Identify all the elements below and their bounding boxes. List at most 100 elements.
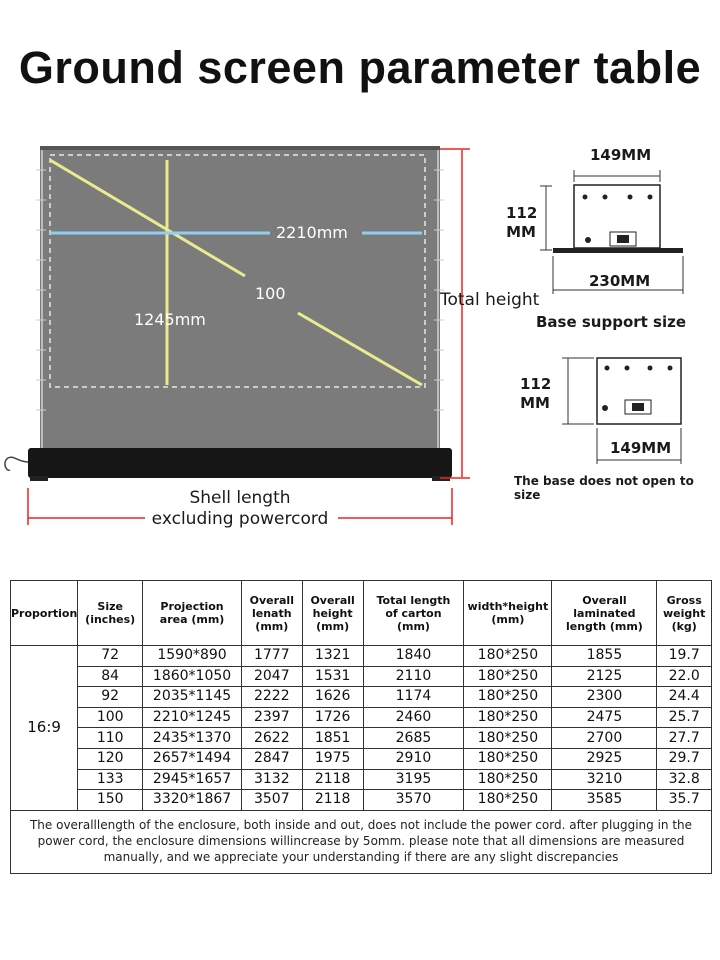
table-cell: 3210 xyxy=(551,768,658,791)
column-header: width*height(mm) xyxy=(463,580,553,646)
base1-height-unit: MM xyxy=(506,223,536,241)
column-header: Proportion xyxy=(9,580,79,646)
diagonal-label: 100 xyxy=(255,284,286,303)
table-cell: 120 xyxy=(77,747,144,770)
base2-caption: The base does not open to size xyxy=(514,474,694,502)
total-height-label: Total height xyxy=(440,290,540,310)
table-cell: 2945*1657 xyxy=(142,768,242,791)
column-header-line: Projection xyxy=(160,600,224,613)
base1-caption: Base support size xyxy=(536,313,687,331)
table-note: The overalllength of the enclosure, both… xyxy=(10,810,712,874)
table-cell: 2925 xyxy=(551,747,658,770)
table-cell: 2035*1145 xyxy=(142,686,242,708)
base1-height: 112 MM xyxy=(506,204,538,242)
table-cell: 180*250 xyxy=(463,727,553,749)
table-cell: 180*250 xyxy=(463,665,553,688)
table-cell: 35.7 xyxy=(656,789,712,811)
table-cell: 3585 xyxy=(551,789,658,811)
column-header-line: area (mm) xyxy=(159,613,225,626)
base2-height-value: 112 xyxy=(520,375,552,393)
table-cell: 2397 xyxy=(240,706,303,729)
table-cell: 3132 xyxy=(240,768,303,791)
table-cell: 180*250 xyxy=(463,789,553,811)
base2-height: 112 MM xyxy=(520,375,552,413)
table-cell: 2460 xyxy=(362,706,465,729)
page-title: Ground screen parameter table xyxy=(18,42,702,93)
table-cell: 3507 xyxy=(240,789,303,811)
column-header-line: laminated xyxy=(573,606,636,620)
column-header-line: (mm) xyxy=(316,619,350,633)
column-header-line: lenath xyxy=(252,606,292,620)
column-header-line: Gross xyxy=(666,593,702,607)
column-header: Size(inches) xyxy=(77,580,144,646)
column-header-line: Proportion xyxy=(11,606,78,620)
table-cell: 2475 xyxy=(551,706,658,729)
shell-length-line2: excluding powercord xyxy=(151,509,329,529)
screen-diagram xyxy=(4,146,684,525)
table-cell: 110 xyxy=(77,727,144,749)
column-header-line: of carton xyxy=(385,606,442,620)
table-cell: 1590*890 xyxy=(142,645,242,667)
base1-top-width: 149MM xyxy=(590,146,652,164)
base2-height-unit: MM xyxy=(520,394,550,412)
table-cell: 2300 xyxy=(551,686,658,708)
column-header-line: weight xyxy=(663,606,706,620)
column-header-line: height xyxy=(312,606,353,620)
base1-bottom-width: 230MM xyxy=(589,272,651,290)
table-cell: 1777 xyxy=(240,645,303,667)
table-cell: 1531 xyxy=(301,665,364,688)
height-label: 1245mm xyxy=(134,310,206,329)
proportion-cell: 16:9 xyxy=(9,645,79,811)
table-cell: 100 xyxy=(77,706,144,729)
table-cell: 2047 xyxy=(240,665,303,688)
table-cell: 180*250 xyxy=(463,768,553,791)
column-header-line: Overall xyxy=(249,593,294,607)
table-cell: 2210*1245 xyxy=(142,706,242,729)
table-cell: 180*250 xyxy=(463,645,553,667)
table-cell: 25.7 xyxy=(656,706,712,729)
column-header-line: width*height xyxy=(467,600,549,613)
column-header-line: length (mm) xyxy=(566,619,643,633)
base2-bottom-width: 149MM xyxy=(610,439,672,457)
table-cell: 1840 xyxy=(362,645,465,667)
table-cell: 3320*1867 xyxy=(142,789,242,811)
table-cell: 72 xyxy=(77,645,144,667)
table-cell: 1321 xyxy=(301,645,364,667)
column-header-line: Size xyxy=(97,600,123,613)
column-header-line: (mm) xyxy=(255,619,289,633)
column-header-line: Overall xyxy=(582,593,627,607)
table-cell: 1860*1050 xyxy=(142,665,242,688)
column-header-line: Overall xyxy=(310,593,355,607)
table-cell: 1975 xyxy=(301,747,364,770)
base1-height-value: 112 xyxy=(506,204,538,222)
table-cell: 2910 xyxy=(362,747,465,770)
table-cell: 2118 xyxy=(301,768,364,791)
table-cell: 2700 xyxy=(551,727,658,749)
column-header-line: (kg) xyxy=(671,619,697,633)
table-cell: 180*250 xyxy=(463,747,553,770)
column-header-line: Total length xyxy=(376,593,451,607)
table-cell: 1626 xyxy=(301,686,364,708)
table-cell: 2847 xyxy=(240,747,303,770)
table-cell: 2110 xyxy=(362,665,465,688)
table-cell: 2118 xyxy=(301,789,364,811)
table-cell: 84 xyxy=(77,665,144,688)
table-cell: 92 xyxy=(77,686,144,708)
table-cell: 1855 xyxy=(551,645,658,667)
screen-housing xyxy=(28,448,452,478)
table-cell: 27.7 xyxy=(656,727,712,749)
table-cell: 24.4 xyxy=(656,686,712,708)
